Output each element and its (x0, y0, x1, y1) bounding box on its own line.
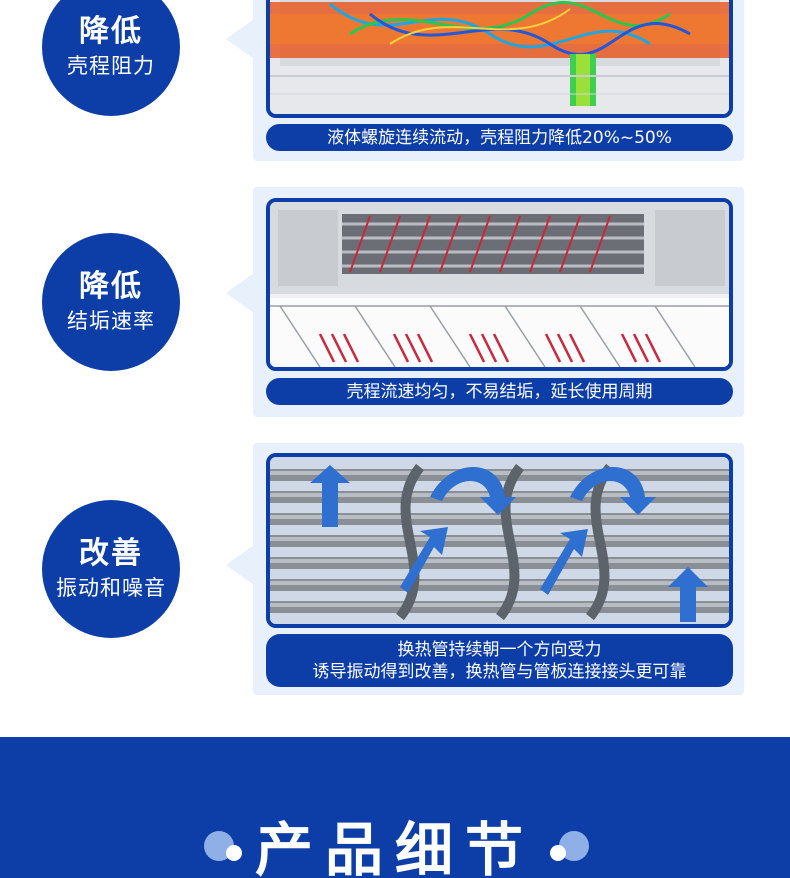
feature-panel: 液体螺旋连续流动，壳程阻力降低20%~50% (253, 0, 744, 161)
tube-force-image (266, 453, 733, 628)
feature-badge: 降低 结垢速率 (42, 233, 180, 371)
caption-line: 壳程流速均匀，不易结垢，延长使用周期 (346, 381, 653, 402)
feature-panel: 壳程流速均匀，不易结垢，延长使用周期 (253, 187, 744, 417)
caption-line: 液体螺旋连续流动，壳程阻力降低20%~50% (327, 127, 672, 148)
feature-subtitle: 振动和噪音 (56, 576, 166, 600)
spiral-tube-image (266, 198, 733, 371)
feature-caption: 壳程流速均匀，不易结垢，延长使用周期 (266, 378, 733, 405)
feature-caption: 液体螺旋连续流动，壳程阻力降低20%~50% (266, 124, 733, 151)
pointer-arrow (226, 545, 254, 585)
feature-subtitle: 壳程阻力 (67, 54, 155, 78)
feature-title: 改善 (79, 536, 143, 571)
caption-line: 诱导振动得到改善，换热管与管板连接接头更可靠 (312, 661, 687, 682)
feature-title: 降低 (79, 269, 143, 304)
pointer-arrow (226, 19, 254, 59)
pointer-arrow (226, 273, 254, 313)
flow-simulation-image (266, 0, 733, 118)
caption-line: 换热管持续朝一个方向受力 (397, 639, 602, 660)
feature-title: 降低 (79, 14, 143, 49)
feature-subtitle: 结垢速率 (67, 309, 155, 333)
feature-caption: 换热管持续朝一个方向受力 诱导振动得到改善，换热管与管板连接接头更可靠 (266, 634, 733, 687)
feature-badge: 降低 壳程阻力 (42, 0, 180, 116)
section-title: 产品细节 (254, 816, 535, 878)
feature-badge: 改善 振动和噪音 (42, 500, 180, 638)
product-details-header: 产品细节 (0, 737, 790, 878)
feature-panel: 换热管持续朝一个方向受力 诱导振动得到改善，换热管与管板连接接头更可靠 (253, 443, 744, 695)
